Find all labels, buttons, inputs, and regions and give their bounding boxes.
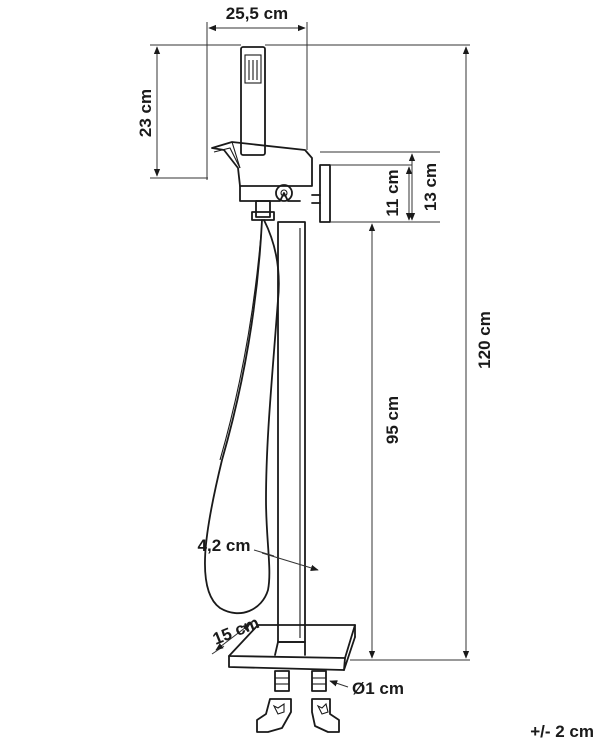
spout-13-label: 13 cm xyxy=(421,163,440,211)
waterfall-spout xyxy=(211,141,313,187)
width-top-label: 25,5 cm xyxy=(226,4,288,23)
mixer-handle xyxy=(311,164,331,223)
shower-height-label: 23 cm xyxy=(136,89,155,137)
column-diameter-label: 4,2 cm xyxy=(198,536,251,555)
faucet-drawing xyxy=(204,46,356,733)
inlet-diameter-label: Ø1 cm xyxy=(352,679,404,698)
shower-hose xyxy=(204,219,280,615)
dimension-lines xyxy=(150,22,470,688)
supply-fittings xyxy=(256,670,340,733)
base-width-label: 15 cm xyxy=(210,613,262,649)
shower-holder xyxy=(239,184,301,202)
tolerance-note: +/- 2 cm xyxy=(530,722,594,741)
total-height-label: 120 cm xyxy=(475,311,494,369)
spout-11-label: 11 cm xyxy=(383,169,402,216)
column-height-label: 95 cm xyxy=(383,396,402,444)
hand-shower-head xyxy=(240,46,266,156)
main-column xyxy=(277,221,306,643)
hose-connector xyxy=(251,200,275,221)
